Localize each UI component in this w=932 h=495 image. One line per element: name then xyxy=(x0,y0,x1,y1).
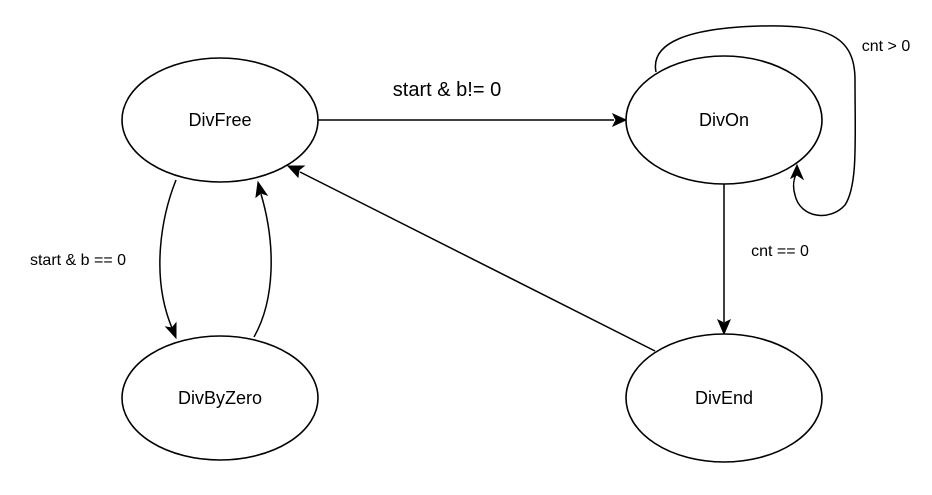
edge-byzero-to-free xyxy=(253,193,272,338)
state-div-free-label: DivFree xyxy=(188,110,251,130)
edge-free-to-byzero xyxy=(159,179,177,329)
state-div-free: DivFree xyxy=(121,57,319,183)
arrowhead-byzero-to-free xyxy=(255,180,269,199)
state-div-end-shape xyxy=(625,333,823,463)
state-div-free-shape xyxy=(121,57,319,183)
label-on-to-end: cnt == 0 xyxy=(751,243,809,260)
arrowhead-end-to-free xyxy=(286,165,306,179)
state-div-end: DivEnd xyxy=(625,333,823,463)
state-div-end-label: DivEnd xyxy=(695,388,753,408)
label-on-self-loop: cnt > 0 xyxy=(862,38,911,55)
state-div-by-zero-shape xyxy=(121,335,319,461)
arrowhead-on-self-loop xyxy=(789,163,805,181)
edges xyxy=(159,25,857,352)
edge-end-to-free xyxy=(299,171,656,352)
state-div-by-zero-label: DivByZero xyxy=(178,388,262,408)
label-free-to-on: start & b!= 0 xyxy=(393,79,501,101)
arrowhead-free-to-byzero xyxy=(164,321,177,340)
arrowhead-free-to-on xyxy=(611,112,628,128)
state-div-on-label: DivOn xyxy=(699,110,749,130)
state-div-by-zero: DivByZero xyxy=(121,335,319,461)
arrowhead-on-to-end xyxy=(717,318,731,336)
edge-on-self-loop xyxy=(654,25,857,217)
state-div-on: DivOn xyxy=(625,55,823,185)
label-free-to-byzero: start & b == 0 xyxy=(30,252,126,269)
state-div-on-shape xyxy=(625,55,823,185)
